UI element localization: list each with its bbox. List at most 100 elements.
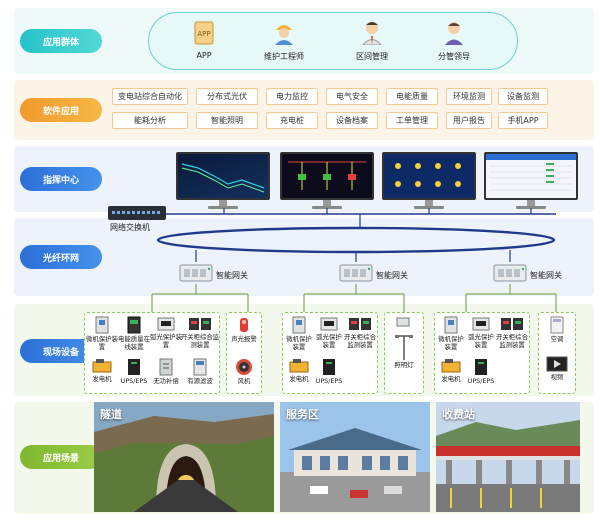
device-item: 有源滤波: [182, 358, 218, 386]
video-icon: [546, 356, 568, 372]
row-label-users: 应用群体: [20, 29, 102, 53]
monitor-device-icon: [349, 318, 371, 330]
device-item: 开关柜综合监测装置: [494, 316, 530, 349]
device-label: 风机: [237, 377, 251, 386]
scene-tunnel: 隧道: [94, 402, 274, 512]
gateway-icon: [179, 264, 213, 282]
device-item: 微机保护装置: [284, 316, 314, 351]
app-item: 手机APP: [498, 112, 548, 129]
user-leader: 分管领导: [419, 19, 489, 62]
monitor-device-icon: [189, 318, 211, 330]
device-item: 微机保护装置: [436, 316, 466, 351]
fan-icon: [236, 359, 252, 375]
device-label: 发电机: [92, 375, 112, 384]
app-item: 用户报告: [446, 112, 492, 129]
app-item: 电力监控: [266, 88, 318, 105]
device-label: 视频: [550, 373, 564, 382]
gateway-1: [178, 262, 214, 284]
row-label-ring: 光纤环网: [20, 245, 102, 269]
gateway-2: [338, 262, 374, 284]
monitor-3: [382, 152, 476, 209]
device-label: 微机保护装置: [86, 335, 118, 351]
ups-icon: [475, 359, 487, 375]
user-label: 维护工程师: [264, 52, 304, 61]
app-item: 智能照明: [196, 112, 258, 129]
device-item: 微机保护装置: [86, 316, 118, 351]
device-label: 开关柜综合监测装置: [496, 333, 528, 349]
device-item: 弧光保护装置: [466, 316, 496, 349]
row-label-scenes: 应用场景: [20, 445, 102, 469]
device-label: 空调: [550, 335, 564, 344]
device-label: 开关柜综合监测装置: [180, 333, 220, 349]
app-item: 变电站综合自动化: [112, 88, 188, 105]
app-item: 设备监测: [498, 88, 548, 105]
network-switch: [108, 206, 166, 220]
alarm-icon: [240, 318, 248, 332]
app-item: 分布式光伏: [196, 88, 258, 105]
monitor-2: [280, 152, 374, 209]
user-app: APP APP: [169, 19, 239, 60]
generator-icon: [441, 359, 461, 373]
single-line-screen: [288, 161, 366, 190]
switch-ports-icon: [112, 211, 160, 214]
monitor-1: [176, 152, 270, 209]
device-item: 发电机: [284, 358, 314, 384]
svg-text:APP: APP: [197, 30, 210, 38]
device-label: 微机保护装置: [438, 335, 464, 351]
device-item: 发电机: [436, 358, 466, 384]
ups-icon: [323, 359, 335, 375]
switch-label: 网络交换机: [110, 223, 150, 232]
generator-icon: [289, 359, 309, 373]
relay-icon: [157, 317, 175, 331]
app-item: 充电桩: [266, 112, 318, 129]
cabinet-icon: [444, 316, 458, 334]
app-item: 设备档案: [326, 112, 378, 129]
device-label: 弧光保护装置: [468, 333, 494, 349]
generator-icon: [92, 359, 112, 373]
device-label: 发电机: [441, 375, 461, 384]
device-label: UPS/EPS: [315, 377, 343, 386]
users-panel: APP APP 维护工程师 区间管理 分管领导: [148, 12, 518, 70]
device-item: 声光报警: [227, 316, 261, 344]
scene-service-area: 服务区: [280, 402, 430, 512]
device-label: UPS/EPS: [120, 377, 148, 386]
gateway-label: 智能网关: [376, 271, 408, 280]
service-area-image: [280, 402, 430, 512]
leader-icon: [445, 22, 463, 45]
relay-icon: [472, 317, 490, 331]
device-item: 视频: [540, 356, 574, 382]
device-item: 开关柜综合监测装置: [342, 316, 378, 349]
table-screen: [486, 154, 576, 191]
cabinet-icon: [292, 316, 306, 334]
device-label: 声光报警: [231, 335, 257, 344]
device-item: [388, 316, 418, 330]
row-label-command: 指挥中心: [20, 167, 102, 191]
tunnel-image: [94, 402, 274, 512]
monitor-4: [484, 152, 578, 209]
device-label: 照明灯: [394, 361, 414, 370]
user-label: 区间管理: [356, 52, 388, 61]
air-conditioner-icon: [550, 316, 564, 334]
app-item: 电能质量: [386, 88, 438, 105]
device-item: UPS/EPS: [466, 358, 496, 386]
device-label: 无功补偿: [153, 377, 179, 386]
cabinet-icon: [95, 316, 109, 334]
device-label: 微机保护装置: [286, 335, 312, 351]
ups-icon: [128, 359, 140, 375]
device-label: 有源滤波: [187, 377, 213, 386]
user-label: APP: [196, 51, 212, 60]
device-label: 开关柜综合监测装置: [344, 333, 376, 349]
toll-station-image: [436, 402, 580, 512]
device-item: 风机: [227, 358, 261, 386]
user-engineer: 维护工程师: [249, 19, 319, 62]
filter-icon: [193, 358, 207, 376]
capacitor-icon: [159, 358, 173, 376]
app-item: 工单管理: [386, 112, 438, 129]
device-item: 弧光保护装置: [314, 316, 344, 349]
device-item: 电能质量在线装置: [118, 316, 150, 351]
device-label: 弧光保护装置: [316, 333, 342, 349]
device-label: 发电机: [289, 375, 309, 384]
gateway-icon: [493, 264, 527, 282]
scene-caption: 服务区: [286, 408, 319, 421]
